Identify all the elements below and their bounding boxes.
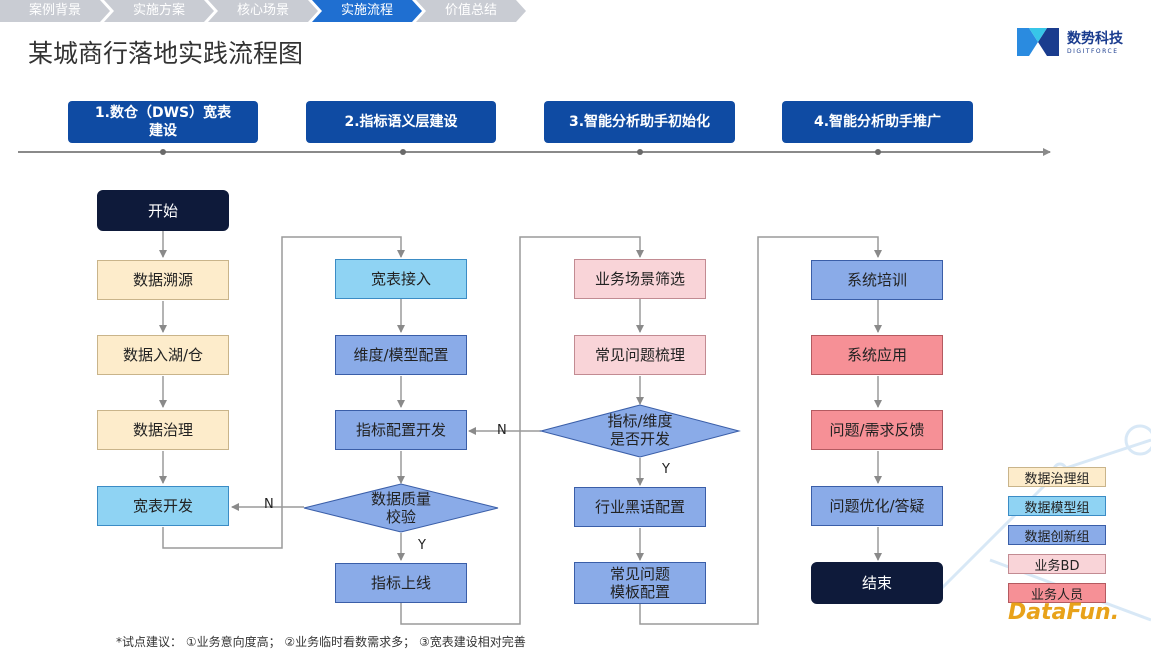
step-data-tracing: 数据溯源 bbox=[97, 260, 229, 300]
step-data-lake-warehouse: 数据入湖/仓 bbox=[97, 335, 229, 375]
flow-start: 开始 bbox=[97, 190, 229, 231]
step-faq-sorting: 常见问题梳理 bbox=[574, 335, 706, 375]
step-optimization-qa: 问题优化/答疑 bbox=[811, 486, 943, 526]
step-feedback: 问题/需求反馈 bbox=[811, 410, 943, 450]
decision-quality-check-label: 数据质量 校验 bbox=[370, 490, 431, 526]
legend-data-model-group: 数据模型组 bbox=[1008, 496, 1106, 516]
breadcrumb-item-core-scenario[interactable]: 核心场景 bbox=[208, 0, 318, 22]
timeline-dot-1 bbox=[160, 149, 166, 155]
quality-check-yes-label: Y bbox=[418, 538, 426, 553]
step-indicator-launch: 指标上线 bbox=[335, 563, 467, 603]
step-wide-table-dev: 宽表开发 bbox=[97, 486, 229, 526]
company-logo: 数势科技 DIGITFORCE bbox=[1015, 22, 1145, 62]
timeline-dot-3 bbox=[637, 149, 643, 155]
stage-2-semantic-layer: 2.指标语义层建设 bbox=[306, 101, 496, 143]
step-faq-template-config: 常见问题 模板配置 bbox=[574, 562, 706, 604]
decision-indicator-dimension bbox=[539, 404, 741, 458]
stage-1-dws-wide-table: 1.数仓（DWS）宽表 建设 bbox=[68, 101, 258, 143]
legend-data-innovation-group: 数据创新组 bbox=[1008, 525, 1106, 545]
timeline-dot-4 bbox=[875, 149, 881, 155]
step-system-training: 系统培训 bbox=[811, 260, 943, 300]
legend-business-staff: 业务人员 bbox=[1008, 583, 1106, 603]
logo-mark-icon bbox=[1017, 28, 1059, 56]
page-title: 某城商行落地实践流程图 bbox=[28, 39, 304, 68]
decision-indicator-dimension-label: 指标/维度 是否开发 bbox=[607, 412, 673, 448]
logo-subtitle: DIGITFORCE bbox=[1067, 48, 1119, 55]
flow-end: 结束 bbox=[811, 562, 943, 604]
step-data-governance: 数据治理 bbox=[97, 410, 229, 450]
stage-3-assistant-init: 3.智能分析助手初始化 bbox=[544, 101, 735, 143]
breadcrumb-item-case-background[interactable]: 案例背景 bbox=[0, 0, 110, 22]
indicator-dimension-yes-label: Y bbox=[662, 462, 670, 477]
step-industry-jargon-config: 行业黑话配置 bbox=[574, 487, 706, 527]
quality-check-no-label: N bbox=[264, 497, 274, 512]
breadcrumb-item-implementation-process[interactable]: 实施流程 bbox=[312, 0, 422, 22]
indicator-dimension-no-label: N bbox=[497, 423, 507, 438]
step-dimension-model-config: 维度/模型配置 bbox=[335, 335, 467, 375]
datafun-watermark: DataFun. bbox=[1008, 600, 1120, 625]
legend-data-governance-group: 数据治理组 bbox=[1008, 467, 1106, 487]
step-wide-table-access: 宽表接入 bbox=[335, 259, 467, 299]
breadcrumb-item-implementation-plan[interactable]: 实施方案 bbox=[104, 0, 214, 22]
step-scenario-screening: 业务场景筛选 bbox=[574, 259, 706, 299]
logo-name: 数势科技 bbox=[1067, 31, 1123, 47]
step-indicator-config-dev: 指标配置开发 bbox=[335, 410, 467, 450]
timeline-dot-2 bbox=[400, 149, 406, 155]
breadcrumb-item-value-summary[interactable]: 价值总结 bbox=[416, 0, 526, 22]
legend-business-bd: 业务BD bbox=[1008, 554, 1106, 574]
step-system-application: 系统应用 bbox=[811, 335, 943, 375]
stage-4-assistant-rollout: 4.智能分析助手推广 bbox=[782, 101, 973, 143]
footnote: *试点建议： ①业务意向度高； ②业务临时看数需求多； ③宽表建设相对完善 bbox=[116, 635, 526, 649]
decision-quality-check bbox=[303, 483, 499, 533]
